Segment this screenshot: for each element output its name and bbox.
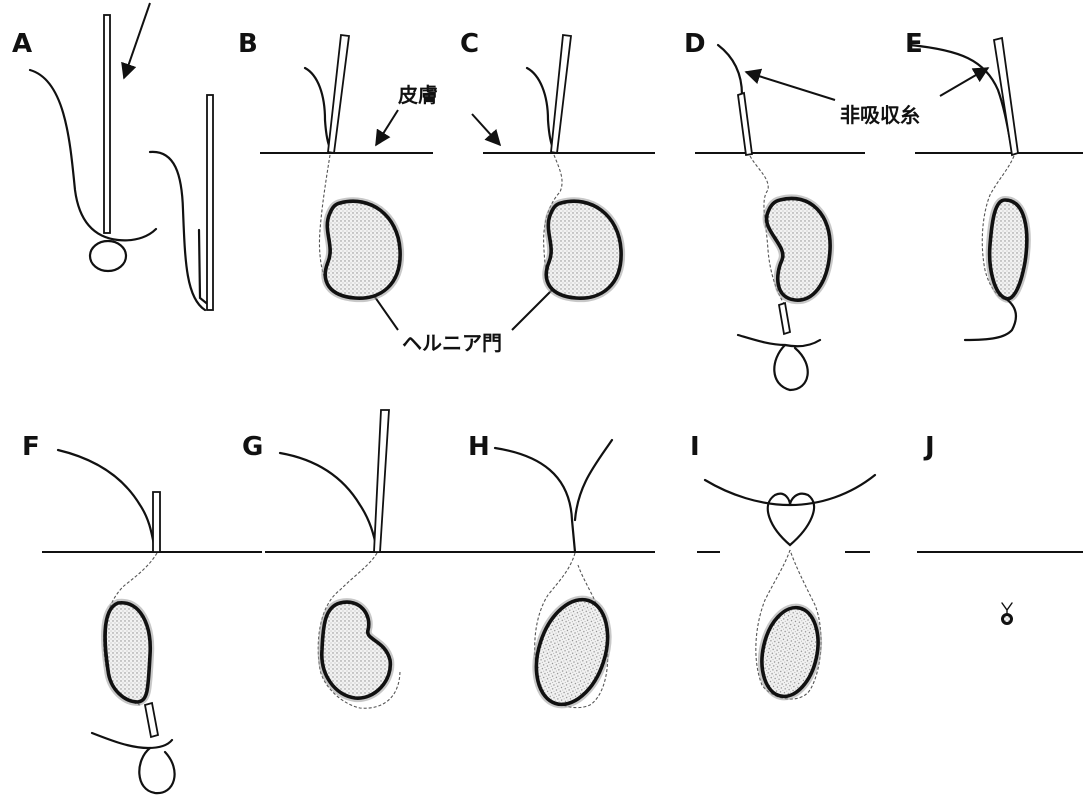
panel-g-thread bbox=[280, 453, 377, 550]
suture-arrow-e bbox=[940, 68, 988, 96]
panel-d-thread bbox=[718, 45, 742, 95]
panel-b bbox=[260, 35, 433, 298]
panel-f-lower-thread bbox=[92, 733, 172, 748]
panel-b-thread bbox=[305, 68, 331, 150]
panel-f-suture-loop bbox=[139, 748, 174, 793]
panel-j-knot-ends bbox=[1002, 603, 1012, 613]
panel-label-b: B bbox=[238, 29, 258, 59]
panel-label-d: D bbox=[684, 29, 706, 59]
panel-h-thread-right bbox=[575, 440, 612, 520]
skin-arrow-b bbox=[376, 110, 398, 145]
panel-g-needle bbox=[374, 410, 389, 552]
skin-label: 皮膚 bbox=[398, 83, 438, 107]
panel-e-lower-thread bbox=[965, 298, 1016, 340]
panel-label-g: G bbox=[242, 432, 263, 462]
suture-label: 非吸収糸 bbox=[840, 103, 920, 127]
panel-e-hernia-orifice bbox=[990, 200, 1027, 299]
panel-j bbox=[917, 552, 1083, 624]
panel-c-hernia-orifice bbox=[546, 201, 621, 298]
panel-label-j: J bbox=[923, 432, 935, 462]
panel-c-thread bbox=[527, 68, 554, 150]
panel-a-suture-loop bbox=[90, 241, 126, 271]
panel-a-needle-2 bbox=[207, 95, 213, 310]
panel-i bbox=[697, 475, 875, 702]
panel-a-thread-2 bbox=[150, 152, 205, 310]
panel-i-knot bbox=[768, 494, 814, 545]
panel-d-lower-needle bbox=[779, 303, 790, 334]
panel-a-thread bbox=[30, 70, 156, 240]
panel-b-needle bbox=[328, 35, 349, 153]
suture-arrow-d bbox=[746, 72, 835, 100]
panel-label-a: A bbox=[12, 29, 32, 59]
panel-a-arrow bbox=[124, 3, 150, 78]
panel-b-hernia-orifice bbox=[325, 201, 400, 298]
panel-label-i: I bbox=[690, 432, 700, 462]
panel-a bbox=[30, 15, 213, 310]
panel-label-h: H bbox=[468, 432, 490, 462]
hernia-orifice-label: ヘルニア門 bbox=[402, 331, 502, 355]
panel-label-f: F bbox=[22, 432, 40, 462]
panel-h-hernia-orifice bbox=[524, 590, 620, 713]
panel-h bbox=[480, 440, 655, 714]
panel-label-e: E bbox=[905, 29, 923, 59]
panel-a-needle bbox=[104, 15, 110, 233]
panel-c bbox=[483, 35, 655, 298]
panel-g-hernia-orifice bbox=[322, 602, 391, 698]
panel-d-needle bbox=[738, 93, 752, 155]
panel-f bbox=[42, 450, 262, 793]
panel-f-thread bbox=[58, 450, 155, 550]
panel-f-hernia-orifice bbox=[105, 603, 150, 702]
panel-f-lower-needle bbox=[145, 703, 158, 737]
panel-j-closed-orifice bbox=[1003, 615, 1012, 624]
panel-label-c: C bbox=[460, 29, 479, 59]
panel-d-suture-loop bbox=[774, 345, 807, 390]
panel-h-thread-left bbox=[495, 448, 575, 552]
panel-c-needle bbox=[551, 35, 571, 153]
panel-d-lower-thread bbox=[738, 335, 820, 346]
panel-g bbox=[265, 410, 487, 708]
panel-e-needle bbox=[994, 38, 1018, 155]
panel-f-needle bbox=[153, 492, 160, 552]
panel-e bbox=[910, 38, 1083, 340]
skin-arrow-c bbox=[472, 114, 500, 145]
panel-d bbox=[695, 45, 865, 390]
